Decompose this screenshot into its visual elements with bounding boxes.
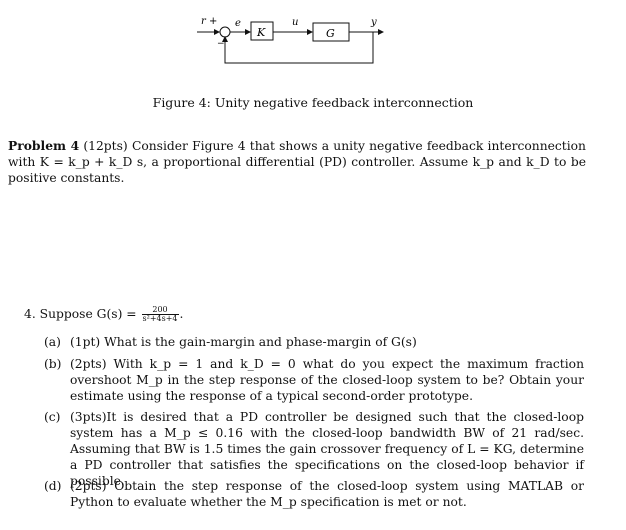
fraction-denominator: s²+4s+4: [142, 314, 178, 323]
problem-points: (12pts): [83, 139, 128, 153]
question-number: 4.: [24, 307, 36, 321]
signal-e-label: e: [235, 18, 241, 29]
part-text: (2pts) Obtain the step response of the c…: [70, 479, 584, 509]
part-text: (1pt) What is the gain-margin and phase-…: [70, 335, 417, 349]
problem-text-2: K = k_p + k_D s, a proportional differen…: [8, 155, 586, 185]
signal-u-label: u: [292, 17, 298, 28]
question-trail: .: [179, 307, 184, 321]
problem-statement: Problem 4 (12pts) Consider Figure 4 that…: [8, 138, 586, 186]
signal-y-label: y: [370, 17, 377, 28]
controller-k-label: K: [256, 26, 266, 39]
part-text: (2pts) With k_p = 1 and k_D = 0 what do …: [70, 357, 584, 403]
plant-g-label: G: [326, 27, 335, 40]
signal-r-label: r: [201, 16, 207, 27]
part-label: (c): [44, 410, 61, 424]
feedback-block-diagram: r + − e K u G y: [197, 16, 384, 64]
transfer-function-fraction: 200 s²+4s+4: [141, 306, 179, 323]
part-label: (a): [44, 335, 61, 349]
fraction-numerator: 200: [141, 306, 179, 315]
plus-sign: +: [209, 16, 217, 27]
summing-junction: [219, 26, 231, 38]
feedback-path: [222, 32, 374, 64]
controller-block-k: [250, 21, 274, 41]
figure-caption: Figure 4: Unity negative feedback interc…: [152, 95, 474, 110]
question-lead: Suppose G(s) =: [39, 307, 137, 321]
problem-text-1: Consider Figure 4 that shows a unity neg…: [8, 139, 586, 169]
question-4: 4. Suppose G(s) = 200 s²+4s+4 .: [24, 306, 584, 323]
part-label: (d): [44, 479, 62, 493]
minus-sign: −: [217, 39, 225, 49]
problem-heading: Problem 4: [8, 138, 80, 153]
part-label: (b): [44, 357, 62, 371]
part-text: (3pts)It is desired that a PD controller…: [70, 410, 584, 488]
